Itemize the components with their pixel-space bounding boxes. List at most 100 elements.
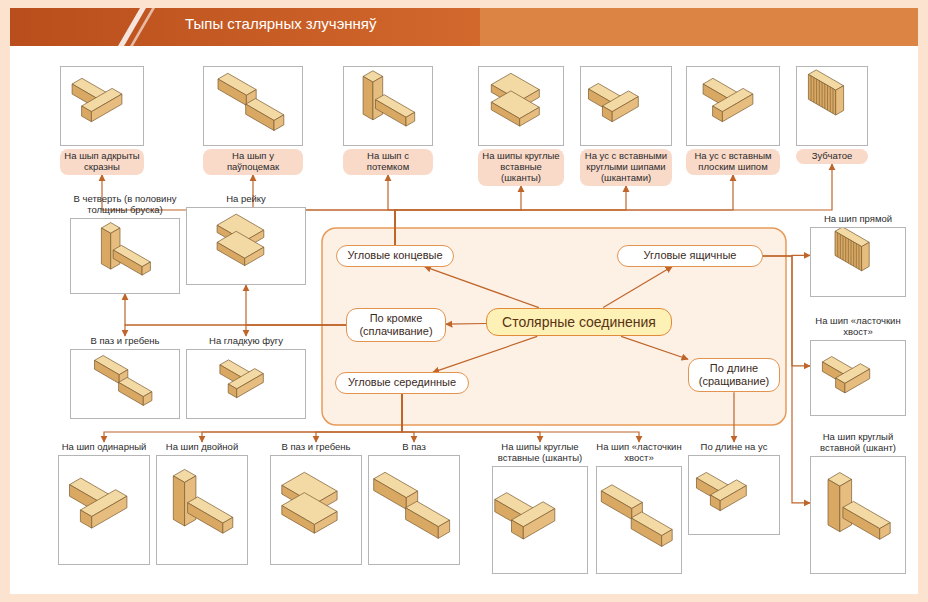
band-stripe bbox=[130, 8, 155, 46]
joint-card: На ус с вставными круглыми шипами (шкант… bbox=[580, 66, 672, 186]
joint-caption: На шипы круглые вставные (шканты) bbox=[492, 442, 588, 464]
wood-face bbox=[314, 511, 337, 533]
wood-face bbox=[720, 486, 746, 511]
comb-line bbox=[856, 243, 857, 267]
joint-illustration bbox=[187, 350, 305, 418]
comb-line bbox=[816, 79, 817, 104]
joint-card: На шып у паўпоцемак bbox=[203, 66, 303, 175]
picture-frame bbox=[810, 456, 906, 574]
wood-face bbox=[113, 250, 142, 275]
joint-card: В паз и гребень bbox=[270, 442, 362, 565]
picture-frame bbox=[368, 455, 460, 565]
wood-face bbox=[662, 529, 673, 546]
category-box: По кромке (сплачивание) bbox=[346, 308, 446, 342]
joint-drawing bbox=[822, 356, 869, 392]
wood-face bbox=[845, 369, 870, 393]
wood-face bbox=[95, 360, 120, 383]
category-box: Угловые ящичные bbox=[617, 245, 763, 266]
wood-face bbox=[406, 508, 439, 539]
joint-illustration bbox=[344, 67, 432, 145]
picture-frame bbox=[810, 340, 906, 416]
joint-card: В паз bbox=[368, 442, 460, 565]
wood-face bbox=[237, 374, 264, 398]
wood-face bbox=[836, 378, 845, 393]
wood-face bbox=[406, 112, 415, 126]
joint-drawing bbox=[835, 228, 869, 271]
joint-drawing bbox=[101, 222, 150, 275]
comb-line bbox=[851, 240, 852, 264]
picture-frame bbox=[810, 227, 906, 297]
joint-illustration bbox=[369, 456, 459, 564]
joint-illustration bbox=[597, 467, 681, 573]
joint-caption: На шип одинарный bbox=[58, 442, 150, 453]
joint-drawing bbox=[218, 73, 284, 130]
wood-face bbox=[512, 520, 524, 539]
picture-frame bbox=[343, 66, 433, 146]
wood-face bbox=[631, 518, 662, 546]
comb-line bbox=[811, 76, 812, 101]
connector bbox=[316, 394, 402, 442]
connector bbox=[402, 394, 414, 442]
joint-card: На гладкую фугу bbox=[186, 336, 306, 419]
joint-drawing bbox=[72, 78, 122, 121]
joint-caption: Зубчатое bbox=[796, 149, 868, 164]
wood-face bbox=[223, 517, 233, 533]
wood-face bbox=[228, 384, 237, 398]
joint-drawing bbox=[363, 71, 415, 126]
wood-face bbox=[808, 74, 835, 115]
central-box: Столярные соединения bbox=[486, 308, 672, 337]
wood-face bbox=[376, 100, 407, 126]
connector bbox=[246, 325, 346, 336]
comb-line bbox=[822, 82, 823, 107]
joint-caption: На шип «ласточкин хвост» bbox=[810, 316, 906, 338]
wood-face bbox=[91, 94, 122, 122]
joint-caption: На шип прямой bbox=[810, 214, 906, 225]
joint-drawing bbox=[282, 472, 337, 533]
joint-drawing bbox=[495, 493, 555, 539]
connector bbox=[402, 394, 540, 442]
wood-face bbox=[80, 510, 91, 528]
joint-illustration bbox=[204, 67, 302, 145]
joint-drawing bbox=[601, 485, 672, 547]
joint-card: В паз и гребень bbox=[70, 336, 180, 419]
joint-illustration bbox=[59, 456, 149, 564]
title-band bbox=[10, 8, 918, 46]
joint-illustration bbox=[797, 67, 867, 145]
wood-face bbox=[282, 506, 315, 534]
connector bbox=[395, 186, 521, 246]
wood-face bbox=[602, 106, 612, 122]
joint-card: На шипы круглые вставные (шканты) bbox=[478, 66, 564, 186]
joint-drawing bbox=[217, 214, 264, 266]
joint-card: На шып адкрыты скразны bbox=[60, 66, 144, 175]
wood-face bbox=[710, 495, 720, 511]
joint-illustration bbox=[187, 208, 305, 284]
central-panel bbox=[322, 228, 786, 425]
wood-face bbox=[142, 262, 150, 275]
wood-face bbox=[143, 392, 152, 406]
wood-face bbox=[246, 104, 274, 130]
picture-frame bbox=[186, 207, 306, 285]
joint-illustration bbox=[581, 67, 671, 145]
joint-caption: На шипы круглые вставные (шканты) bbox=[478, 149, 564, 186]
joint-drawing bbox=[220, 360, 263, 398]
comb-line bbox=[833, 89, 834, 114]
comb-line bbox=[827, 85, 828, 110]
joint-card: На ус с вставным плоским шипом bbox=[686, 66, 780, 175]
joint-illustration bbox=[687, 67, 779, 145]
picture-frame bbox=[70, 218, 180, 294]
joint-caption: На шып адкрыты скразны bbox=[60, 149, 144, 175]
joint-caption: На рейку bbox=[186, 194, 306, 205]
connector bbox=[395, 186, 626, 246]
wood-face bbox=[828, 479, 840, 531]
wood-face bbox=[218, 79, 246, 105]
connector bbox=[402, 394, 639, 442]
picture-frame bbox=[686, 66, 780, 146]
picture-frame bbox=[596, 466, 682, 574]
joint-card: Зубчатое bbox=[796, 66, 868, 164]
connector bbox=[125, 325, 346, 336]
joint-illustration bbox=[271, 456, 361, 564]
picture-frame bbox=[60, 66, 144, 146]
joint-drawing bbox=[828, 472, 890, 539]
joint-caption: На шип двойной bbox=[156, 442, 248, 453]
